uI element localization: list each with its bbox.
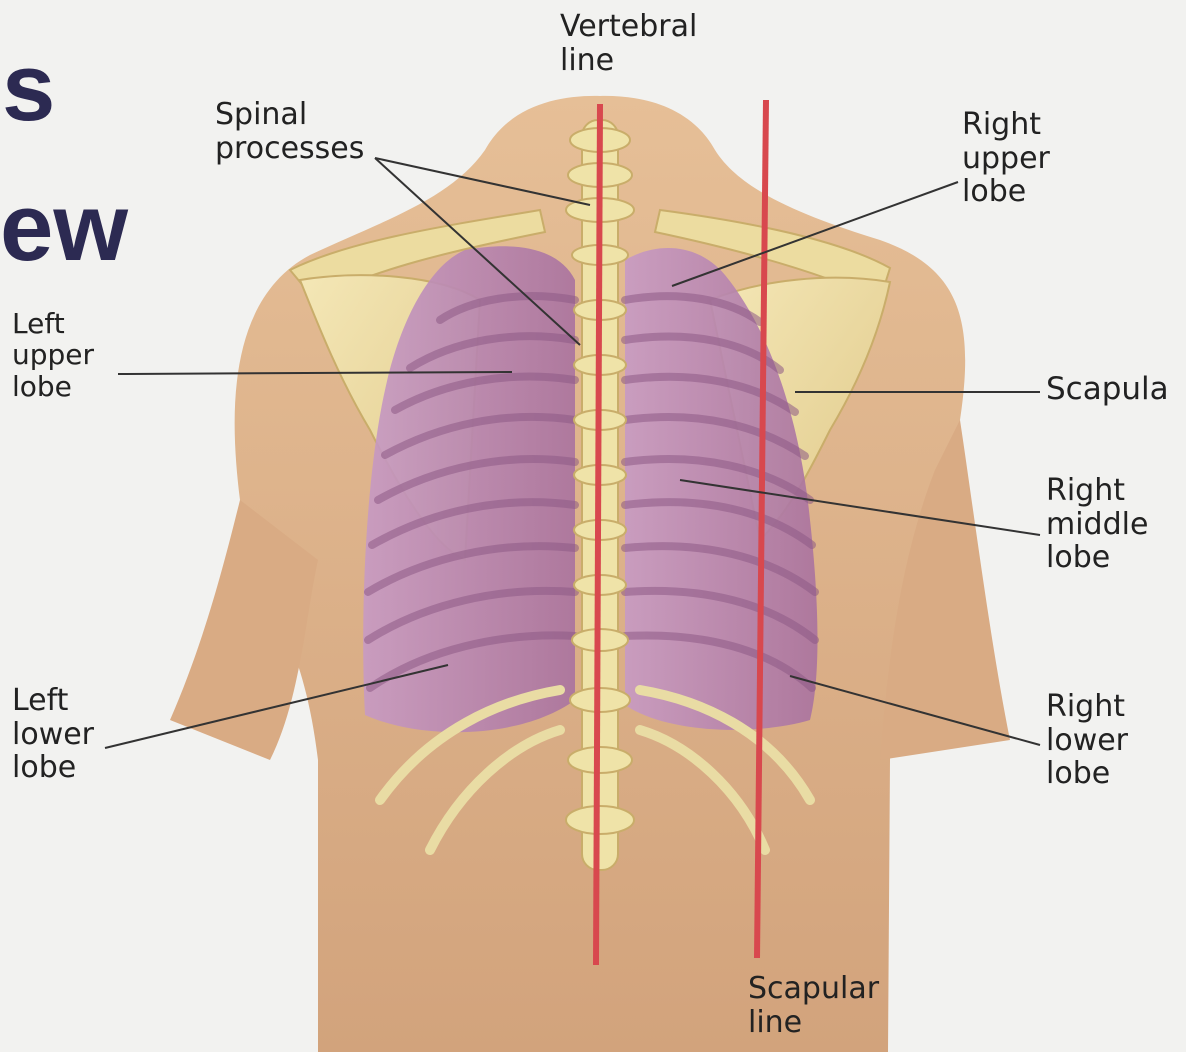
label-left-upper-lobe: Left upper lobe	[12, 308, 94, 402]
label-spinal-processes: Spinal processes	[215, 98, 364, 165]
label-right-lower-lobe: Right lower lobe	[1046, 690, 1128, 791]
label-left-lower-lobe: Left lower lobe	[12, 684, 94, 785]
label-vertebral-line: Vertebral line	[560, 10, 697, 77]
label-right-middle-lobe: Right middle lobe	[1046, 474, 1148, 575]
vertebral-line-marker	[596, 104, 600, 965]
label-scapular-line: Scapular line	[748, 972, 879, 1039]
label-right-upper-lobe: Right upper lobe	[962, 108, 1050, 209]
label-scapula: Scapula	[1046, 372, 1169, 407]
